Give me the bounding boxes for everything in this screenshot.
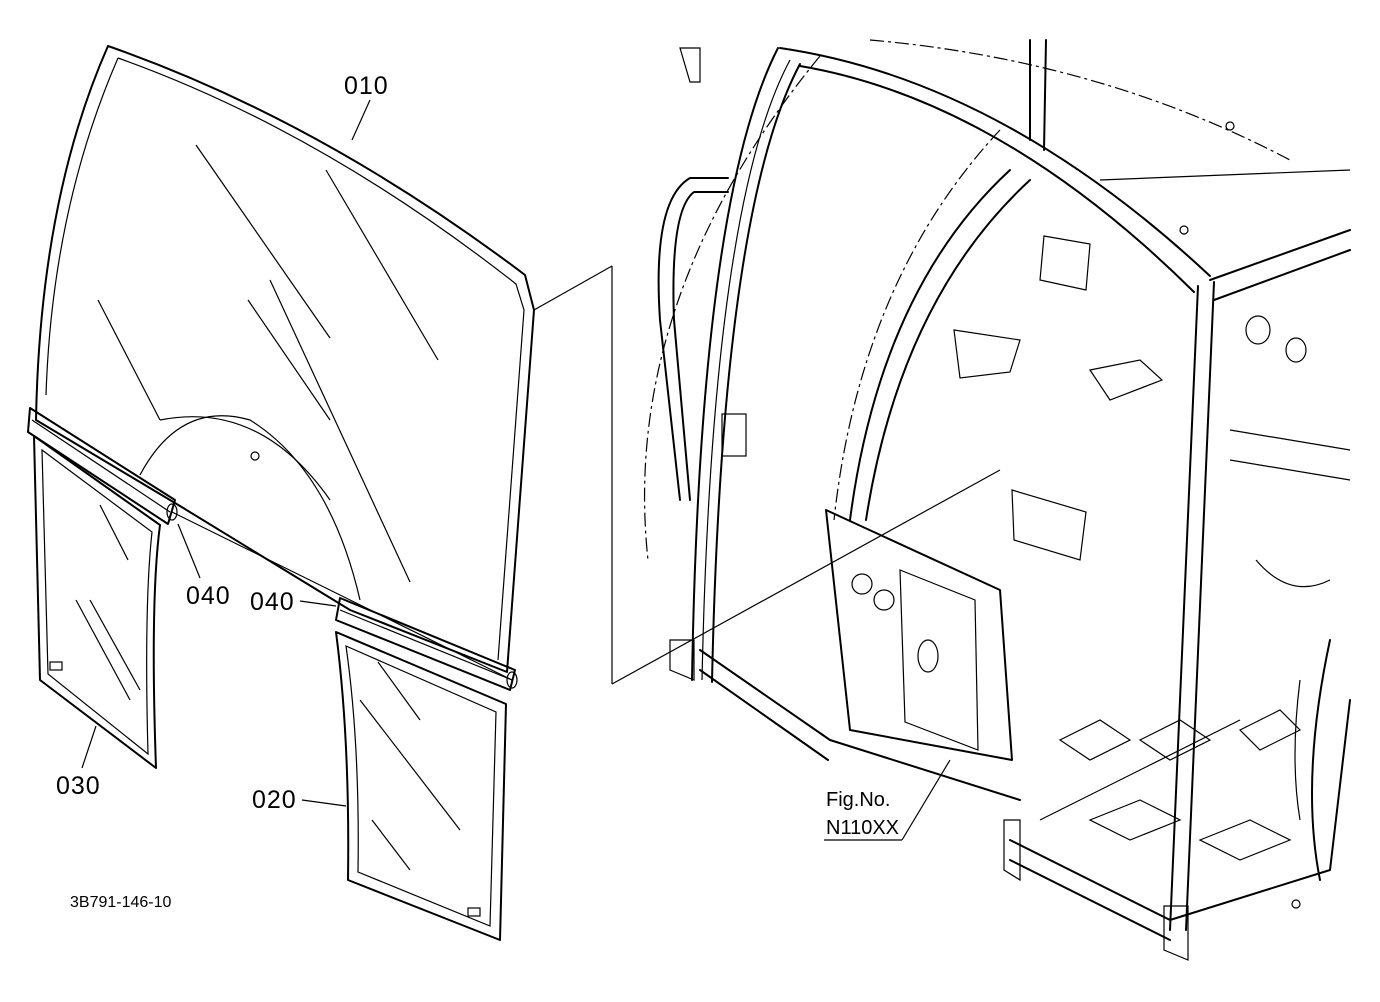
label-010: 010 — [344, 72, 389, 141]
drawing-number: 3B791-146-10 — [70, 894, 172, 911]
cab-frame — [643, 39, 1351, 961]
front-glass-010[interactable] — [35, 45, 535, 673]
label-020: 020 — [252, 786, 347, 814]
svg-text:010: 010 — [344, 72, 389, 100]
label-040-left: 040 — [177, 523, 231, 610]
svg-text:020: 020 — [252, 786, 297, 814]
seal-strip-040-left[interactable] — [27, 407, 178, 525]
figure-reference: Fig.No. N110XX — [824, 759, 951, 841]
label-030: 030 — [56, 725, 101, 800]
assembly-lines — [171, 265, 1001, 685]
svg-text:040: 040 — [186, 582, 231, 610]
seal-strip-040-right[interactable] — [335, 597, 518, 691]
svg-text:Fig.No.: Fig.No. — [826, 789, 890, 811]
lower-left-glass-030[interactable] — [33, 435, 161, 769]
label-040-right: 040 — [250, 588, 337, 616]
svg-text:040: 040 — [250, 588, 295, 616]
svg-text:030: 030 — [56, 772, 101, 800]
svg-text:N110XX: N110XX — [826, 817, 899, 839]
lower-right-glass-020[interactable] — [335, 631, 507, 941]
